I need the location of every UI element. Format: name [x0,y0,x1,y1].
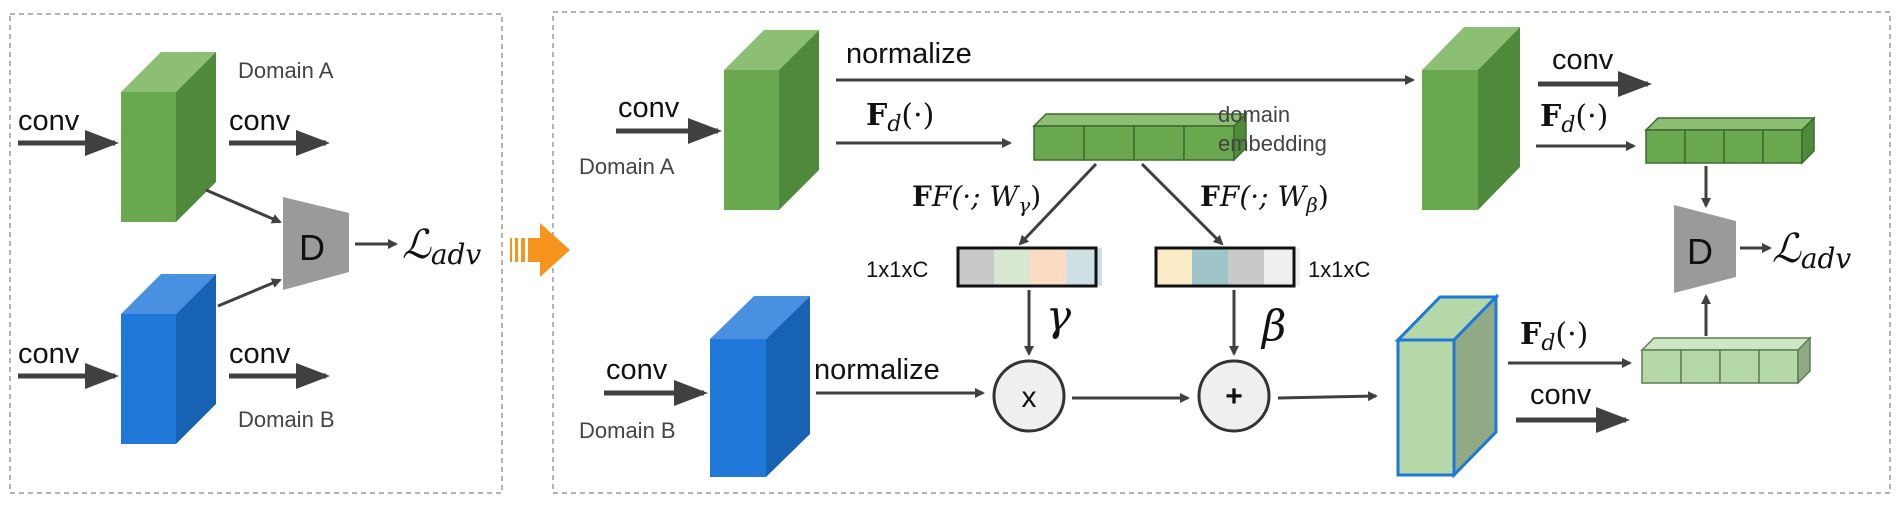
fd-right-bottom-arg: (·) [1555,317,1588,352]
f-beta-text: F(·; W [1219,180,1309,213]
right-loss-sub: adv [1801,242,1852,275]
left-loss-sub: adv [431,238,482,271]
right-loss: ℒadv [1772,226,1851,275]
right-conv-in-b: conv [606,354,668,386]
left-conv-in-a: conv [18,105,80,137]
orange-transition-arrow [510,223,570,277]
right-discriminator-label: D [1687,231,1713,272]
left-loss: ℒadv [402,222,481,271]
gamma-size-label: 1x1xC [866,257,928,282]
f-beta-close: ) [1318,180,1329,213]
f-gamma-F: F [912,180,932,213]
multiply-node [992,359,1066,433]
left-domain-b-label: Domain B [238,407,335,432]
right-green-block-output [1422,27,1520,210]
domain-embedding-line1: domain [1218,102,1290,127]
left-blue-block [121,274,216,444]
fd-top-sub: d [887,112,901,137]
add-label: + [1225,380,1243,413]
right-conv-in-a: conv [618,92,680,124]
normalize-top-label: normalize [846,38,972,70]
f-gamma-label: FF(·; Wγ) [912,180,1041,217]
normalize-bottom-label: normalize [814,354,940,386]
fd-top-F: F [866,98,887,133]
fd-right-top-sub: d [1561,113,1575,138]
left-loss-script: ℒ [402,222,432,268]
right-loss-script: ℒ [1772,226,1802,272]
f-beta-sub: β [1305,193,1318,217]
fd-right-top-arg: (·) [1575,99,1608,134]
fd-right-bottom-F: F [1520,317,1541,352]
fd-top-arg: (·) [901,98,934,133]
f-gamma-sub: γ [1018,193,1030,217]
right-conv-out-top: conv [1552,44,1614,76]
fd-right-top-F: F [1540,99,1561,134]
left-conv-out-b: conv [229,338,291,370]
multiply-label: x [1022,381,1037,414]
domain-embedding-top [1032,112,1248,162]
left-panel-frame [9,13,503,494]
arrow-add-to-result [1277,391,1378,402]
f-beta-F: F [1200,180,1220,213]
left-arrow-blue-to-d [217,278,282,308]
beta-symbol: β [1260,301,1286,350]
add-node [1197,359,1271,433]
left-conv-out-a: conv [229,105,291,137]
f-beta-label: FF(·; Wβ) [1200,180,1329,217]
f-gamma-text: F(·; W [931,180,1021,213]
fd-right-top-label: Fd(·) [1540,99,1608,138]
domain-embedding-right-bottom [1640,336,1812,385]
right-blue-block-b [710,296,810,477]
left-green-block [121,52,216,222]
left-domain-a-label: Domain A [238,58,334,83]
fd-right-bottom-sub: d [1541,331,1555,356]
beta-vector-bar [1154,246,1300,288]
beta-size-label: 1x1xC [1308,257,1370,282]
right-discriminator [1674,205,1736,293]
fd-top-label: Fd(·) [866,98,934,137]
right-domain-a-label: Domain A [579,154,675,179]
arrow-embed-to-gamma [1018,162,1098,246]
gamma-symbol: γ [1046,291,1072,340]
gamma-vector-bar [956,246,1102,288]
arrow-embed-to-beta [1140,162,1224,246]
right-conv-out-bottom: conv [1530,379,1592,411]
right-domain-b-label: Domain B [579,418,676,443]
left-discriminator-label: D [299,227,325,268]
left-discriminator [283,197,349,290]
left-conv-in-b: conv [18,338,80,370]
domain-embedding-right-top [1644,116,1816,165]
left-arrow-green-to-d [205,188,282,224]
f-gamma-close: ) [1030,180,1041,213]
domain-embedding-line2: embedding [1218,131,1327,156]
right-lightgreen-block-output [1394,293,1500,479]
right-green-block-a [724,30,819,210]
fd-right-bottom-label: Fd(·) [1520,317,1588,356]
